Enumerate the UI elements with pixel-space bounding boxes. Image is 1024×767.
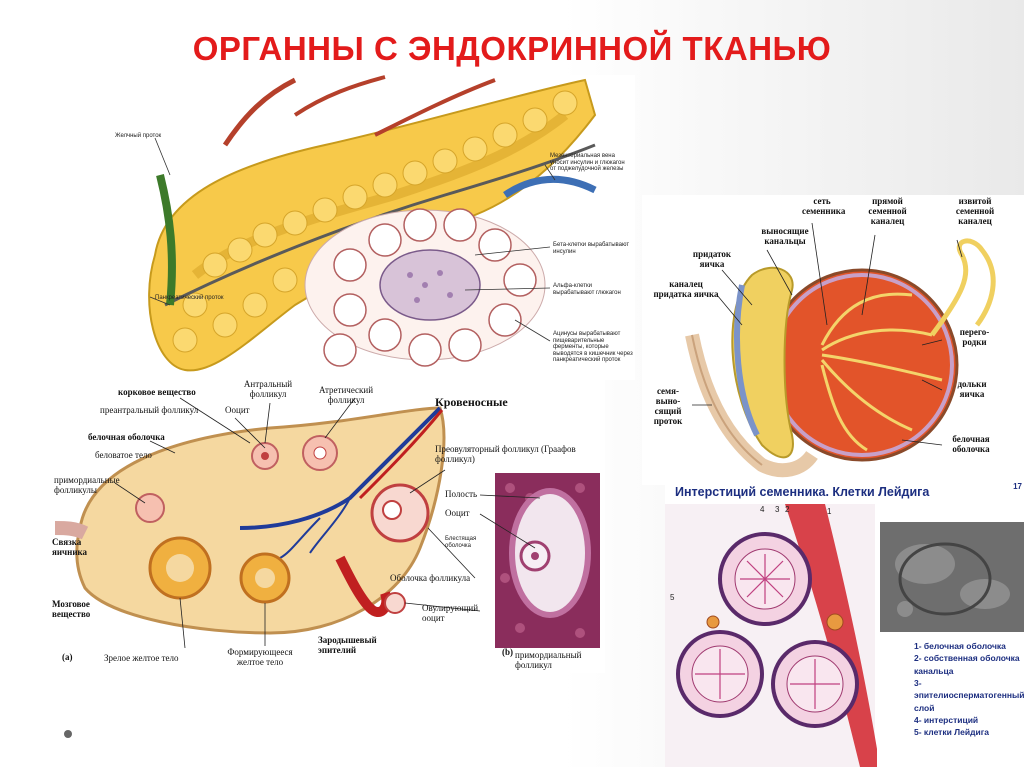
label-alpha-cells: Альфа-клетки вырабатывают глюкагон — [553, 283, 621, 296]
label-bile-duct: Желчный проток — [115, 133, 162, 139]
ovary-illustration — [50, 378, 605, 673]
label-epididymis-duct: каналец придатка яичка — [653, 279, 719, 299]
label-convoluted-tubule: извитой семенной каналец — [955, 196, 995, 226]
label-tunica-albuginea-ovary: белочная оболочка — [88, 432, 165, 442]
label-cortex: корковое вещество — [118, 387, 196, 397]
label-forming-corpus-luteum: Формирующееся желтое тело — [227, 647, 293, 667]
label-medulla: Мозговое вещество — [52, 599, 91, 619]
marker-4: 4 — [760, 505, 765, 514]
ovary-figure: корковое вещество преантральный фолликул… — [50, 378, 605, 673]
leydig-header-text: Интерстиций семенника. Клетки Лейдига — [675, 485, 930, 499]
testis-figure: сеть семенника прямой семенной каналец и… — [642, 195, 1024, 485]
label-follicle-theca: Оболочка фолликула — [390, 573, 471, 583]
label-preantral-follicle: преантральный фолликул — [100, 405, 199, 415]
label-ovary-ligament: Связка яичника — [52, 537, 88, 557]
marker-2: 2 — [785, 505, 790, 514]
label-septa: перего- родки — [959, 327, 990, 347]
leydig-micrograph — [665, 504, 1024, 767]
pancreas-figure: Желчный проток Панкреатический проток Ме… — [95, 75, 635, 380]
label-beta-cells: Бета-клетки вырабатывают инсулин — [553, 242, 630, 255]
label-pancreatic-duct: Панкреатический проток — [155, 295, 224, 301]
label-rete-testis: сеть семенника — [802, 196, 846, 216]
label-oocyte-2: Ооцит — [445, 508, 470, 518]
label-ovulating-oocyte: Овулирующий ооцит — [422, 603, 479, 623]
label-vas-deferens: семя- выно- сящий проток — [653, 386, 683, 426]
label-atretic-follicle: Атретический фолликул — [318, 385, 374, 405]
marker-3: 3 — [775, 505, 780, 514]
label-epididymis: придаток яичка — [692, 249, 732, 269]
label-cavity: Полость — [445, 489, 478, 499]
label-oocyte: Ооцит — [225, 405, 250, 415]
label-efferent-ducts: выносящие канальцы — [761, 226, 809, 246]
marker-1: 1 — [827, 507, 832, 516]
testis-illustration — [642, 195, 1024, 485]
label-fig-a: (a) — [62, 652, 73, 662]
label-corpus-albicans: беловатое тело — [95, 450, 152, 460]
label-mesenteric-vein: Мезентериальная вена уносит инсулин и гл… — [550, 153, 625, 173]
label-straight-tubule: прямой семенной каналец — [868, 196, 907, 226]
legend-item: 1- белочная оболочка — [914, 641, 1006, 651]
label-zona: Блестящая оболочка — [445, 536, 477, 549]
legend-item: 2- собственная оболочка канальца — [914, 653, 1020, 676]
label-tunica-albuginea-testis: белочная оболочка — [952, 434, 990, 454]
leydig-figure: Интерстиций семенника. Клетки Лейдига 17 — [665, 482, 1024, 767]
label-blood-vessels: Кровеносные — [435, 395, 508, 409]
slide-bullet — [64, 730, 72, 738]
label-fig-b: (b) — [502, 647, 513, 657]
pancreas-illustration — [95, 75, 635, 380]
label-mature-corpus-luteum: Зрелое желтое тело — [104, 653, 179, 663]
label-lobules: дольки яичка — [957, 379, 987, 399]
label-acini: Ацинусы вырабатывают пищеварительные фер… — [553, 331, 633, 364]
legend-item: 4- интерстиций — [914, 714, 979, 725]
marker-5: 5 — [670, 593, 675, 602]
page-number: 17 — [1013, 482, 1022, 491]
legend-item: 5- клетки Лейдига — [914, 727, 989, 738]
label-primordial-follicles: примордиальные фолликулы — [54, 475, 120, 495]
label-antral-follicle: Антральный фолликул — [243, 379, 293, 399]
slide-title: ОРГАННЫ С ЭНДОКРИННОЙ ТКАНЬЮ — [192, 30, 832, 67]
leydig-legend: 1- белочная оболочка 2- собственная обол… — [914, 640, 1024, 739]
legend-item: 3- эпителиосперматогенный слой — [914, 677, 1024, 713]
leydig-header: Интерстиций семенника. Клетки Лейдига 17 — [665, 482, 1024, 504]
label-germinal-epithelium: Зародышевый эпителий — [318, 635, 377, 655]
label-preovulatory-follicle: Преовуляторный фолликул (Граафов фоллику… — [435, 444, 576, 464]
label-primordial-follicle: примордиальный фолликул — [515, 650, 582, 670]
